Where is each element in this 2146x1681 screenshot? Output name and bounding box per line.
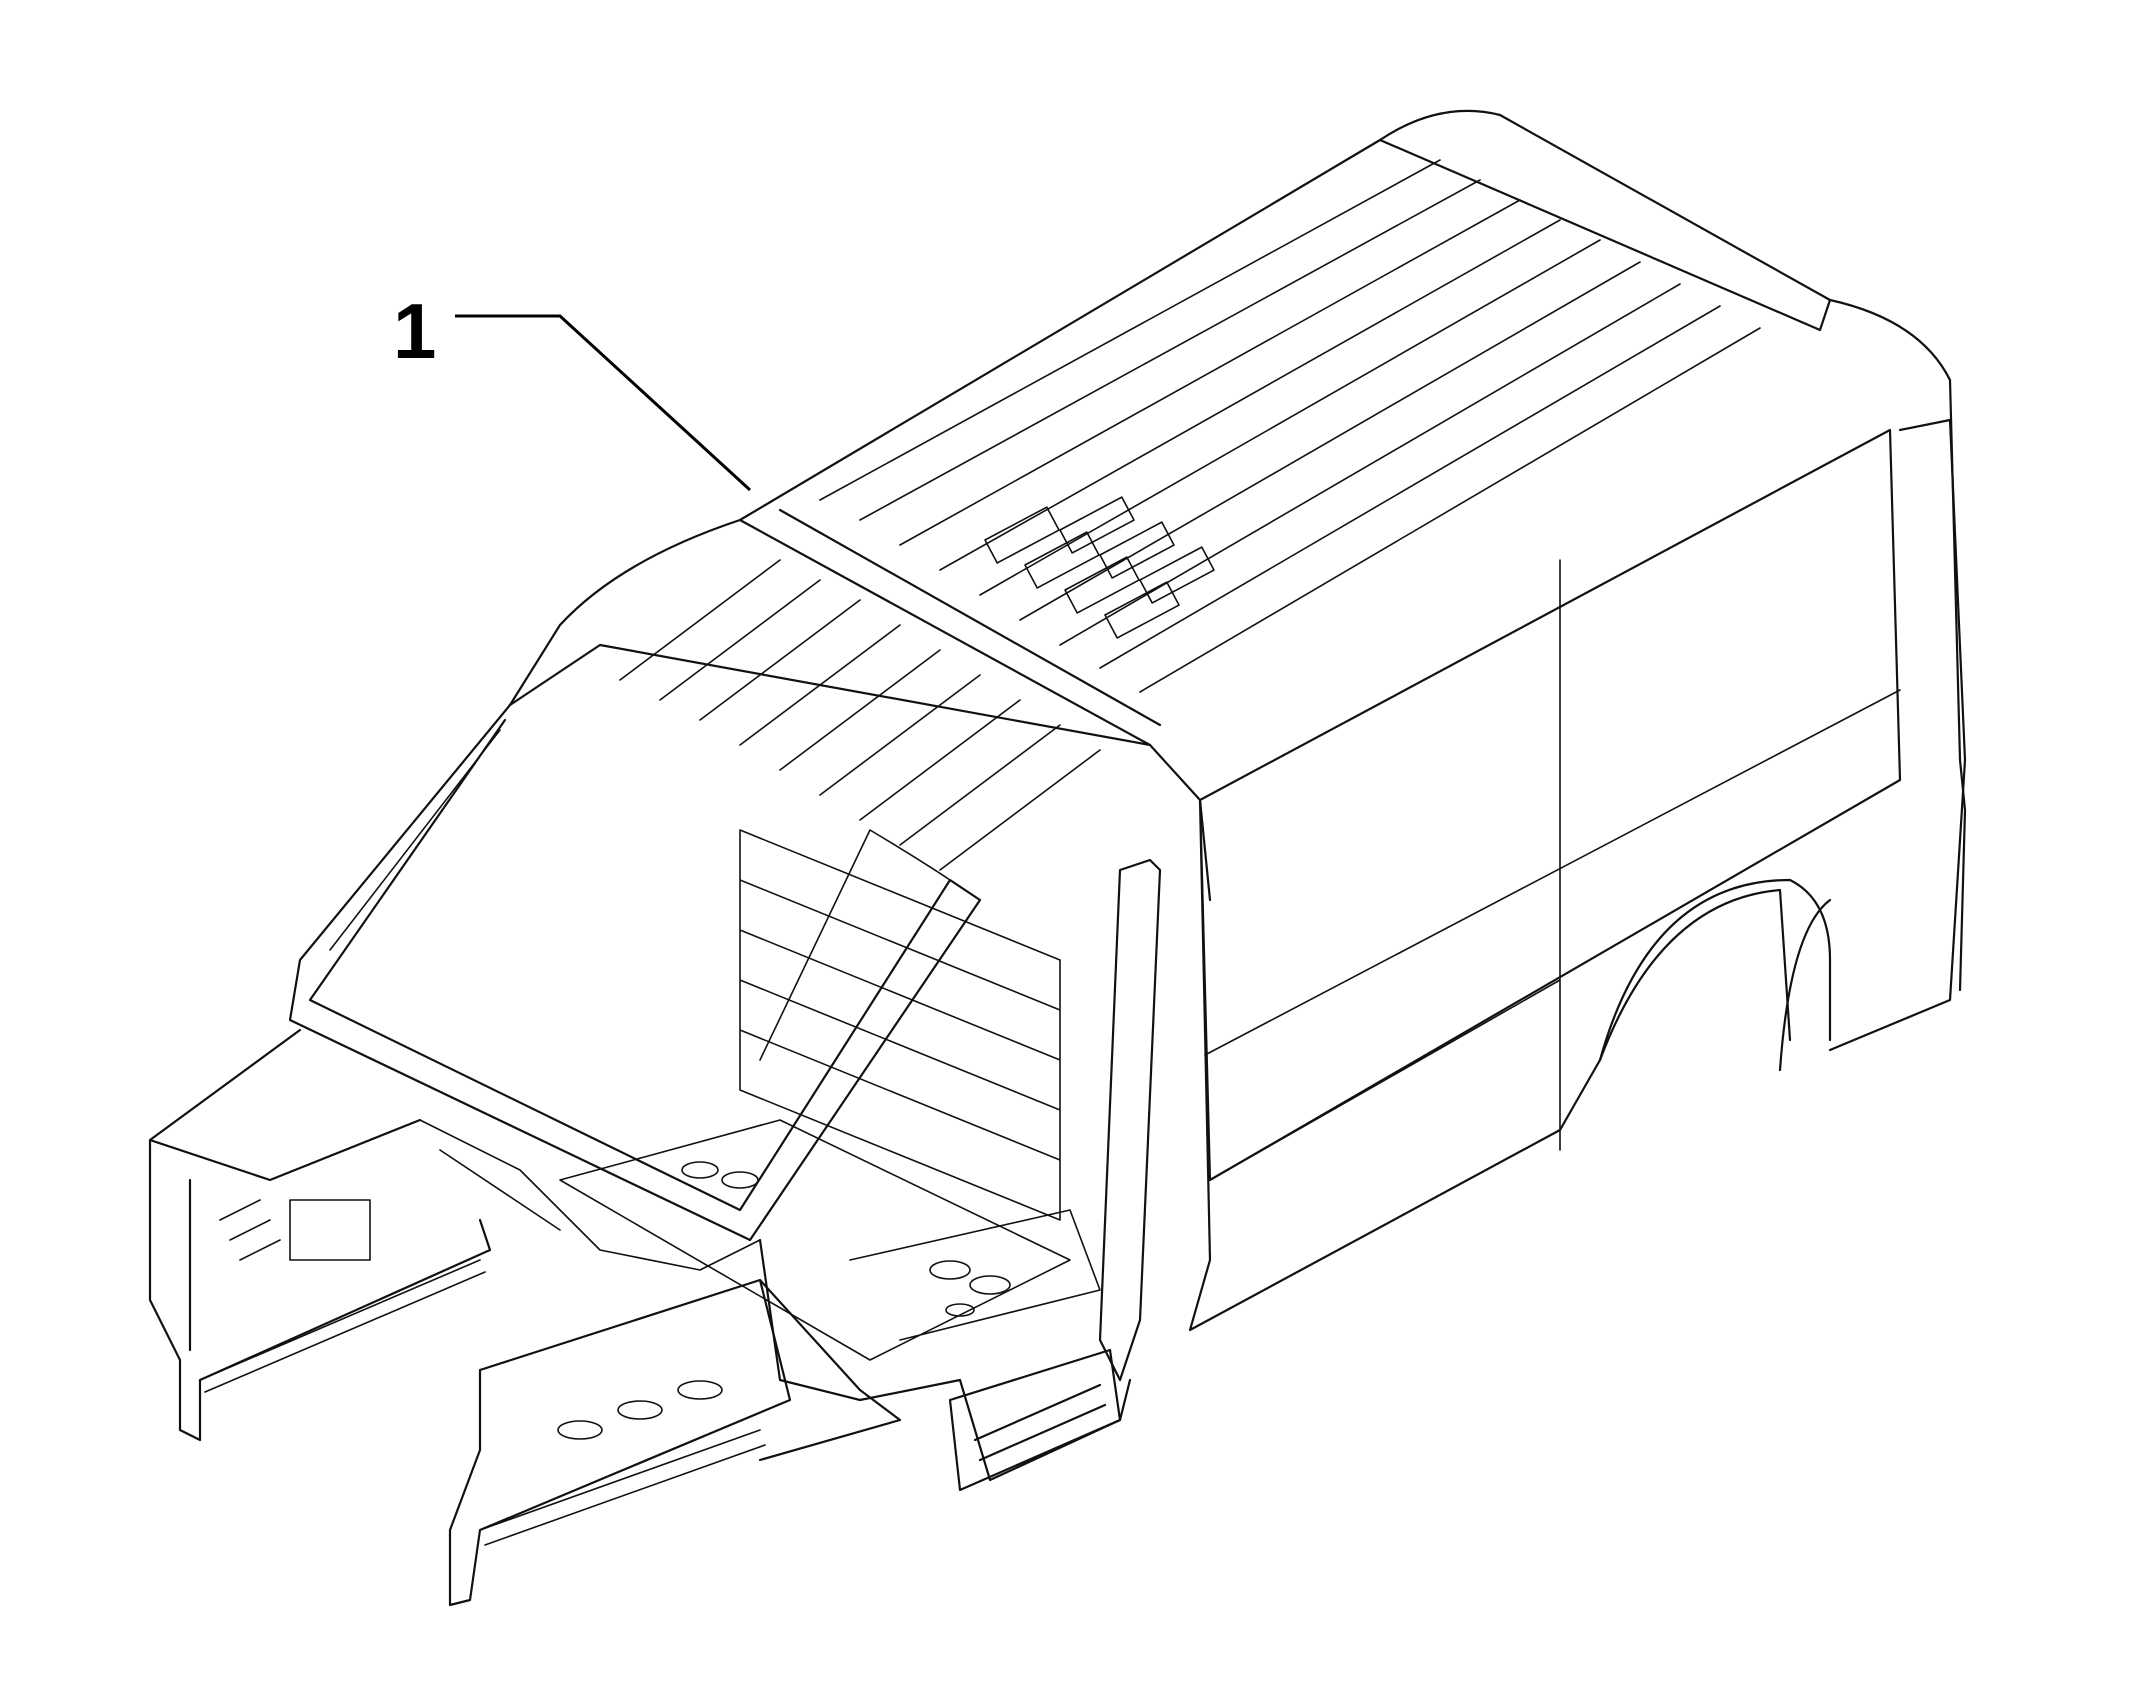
- side-panel: [1188, 428, 1902, 1332]
- roof-ribs-front: [619, 559, 1101, 871]
- windshield-frame: [288, 703, 982, 1242]
- windshield-frame-inner: [329, 729, 951, 1061]
- b-pillar: [1098, 858, 1162, 1382]
- front-right-subframe: [448, 1278, 902, 1607]
- front-right-subframe-teeth: [479, 1380, 766, 1546]
- callout-leader-line: [455, 314, 752, 492]
- front-left-subframe-teeth: [199, 1199, 486, 1393]
- van-body-shell: [148, 109, 1967, 1607]
- rear-quarter: [1828, 418, 1967, 1052]
- roof-outline: [508, 109, 1967, 992]
- floor-holes: [681, 1161, 1011, 1317]
- front-crossmember: [419, 1119, 761, 1271]
- floor-pan: [559, 1119, 1101, 1361]
- front-left-subframe: [148, 1028, 492, 1442]
- door-sill: [948, 1348, 1122, 1492]
- callout-label-1: 1: [393, 287, 437, 375]
- roof-front-panel-edge: [738, 138, 1832, 747]
- side-panel-belt-line: [1204, 559, 1901, 1181]
- roof-pads: [984, 496, 1215, 639]
- rear-wheel-arch: [1598, 878, 1832, 1072]
- cab-back-wall: [739, 829, 1061, 1221]
